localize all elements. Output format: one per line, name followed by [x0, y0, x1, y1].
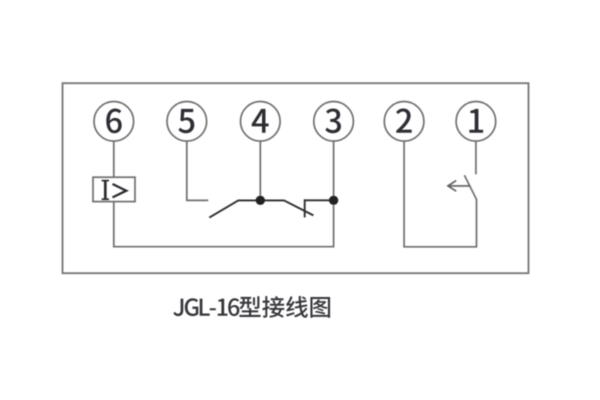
terminal-4: 4	[239, 100, 281, 142]
junction-dot-terminal4	[255, 195, 265, 205]
overcurrent-symbol: I>	[101, 179, 129, 201]
terminal-2: 2	[383, 100, 425, 142]
caption-glyphs	[173, 296, 331, 318]
arrow-head	[446, 179, 457, 192]
terminal-1-digit-glyph	[469, 108, 484, 133]
wire-terminal2-to-contact-blade	[403, 141, 478, 248]
terminal-5: 5	[166, 100, 208, 142]
wire-terminal5-fixed-contact	[185, 141, 209, 202]
diagram-caption: JGL-16型接线图	[173, 296, 331, 318]
lead-wires	[112, 141, 478, 248]
relay-outline-box	[61, 82, 530, 275]
overcurrent-gt-sign	[111, 182, 129, 199]
junction-dot-terminal3	[328, 195, 339, 205]
wire-coil-to-terminal3-node	[112, 201, 335, 248]
terminal-2-digit-glyph	[396, 108, 412, 133]
terminal-3-digit-glyph	[325, 108, 341, 134]
terminal-6: 6	[93, 100, 135, 142]
terminal-4-circle	[239, 100, 281, 142]
terminal-6-digit-glyph	[106, 108, 122, 134]
terminals-row: 6 5 4 3 2 1	[93, 100, 497, 142]
terminal-5-circle	[166, 100, 208, 142]
terminal-6-circle	[93, 100, 135, 142]
terminal-2-circle	[383, 100, 425, 142]
terminal-5-digit-glyph	[178, 108, 195, 134]
terminal-3: 3	[312, 100, 355, 142]
terminal-1: 1	[455, 100, 497, 142]
terminal-4-digit-glyph	[251, 108, 269, 133]
actuation-arrow	[446, 179, 470, 192]
